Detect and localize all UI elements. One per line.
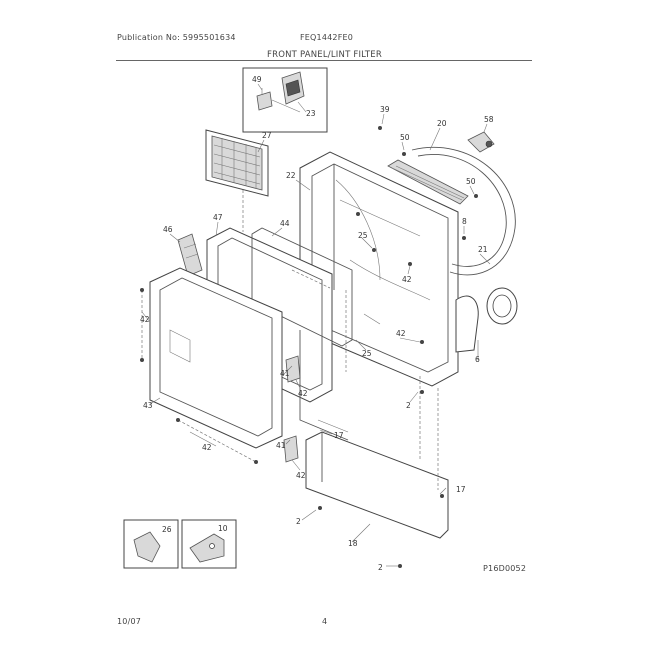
callout-41: 41 bbox=[276, 441, 286, 450]
callout-49: 49 bbox=[252, 75, 262, 84]
callout-46: 46 bbox=[163, 225, 173, 234]
door-catch-part bbox=[133, 531, 161, 563]
footer-date: 10/07 bbox=[117, 617, 142, 626]
model-number: FEQ1442FE0 bbox=[300, 33, 354, 42]
lint-duct-part bbox=[455, 295, 479, 353]
callout-39: 39 bbox=[380, 105, 390, 114]
callout-2: 2 bbox=[378, 563, 383, 572]
title-rule bbox=[116, 60, 532, 61]
callout-17: 17 bbox=[456, 485, 466, 494]
callout-26: 26 bbox=[162, 525, 172, 534]
callout-27: 27 bbox=[262, 131, 272, 140]
callout-2: 2 bbox=[406, 401, 411, 410]
publication-number: Publication No: 5995501634 bbox=[117, 33, 236, 42]
callout-18: 18 bbox=[348, 539, 358, 548]
callout-25: 25 bbox=[362, 349, 372, 358]
hinge-plate-part bbox=[189, 533, 225, 563]
callout-42: 42 bbox=[396, 329, 406, 338]
callout-41: 41 bbox=[280, 369, 290, 378]
callout-20: 20 bbox=[437, 119, 447, 128]
callout-42: 42 bbox=[298, 389, 308, 398]
callout-42: 42 bbox=[402, 275, 412, 284]
clip-part bbox=[256, 91, 273, 111]
callout-44: 44 bbox=[280, 219, 290, 228]
hinge-lower-part bbox=[283, 435, 299, 463]
outer-door-part bbox=[149, 267, 283, 449]
callout-6: 6 bbox=[475, 355, 480, 364]
callout-50: 50 bbox=[400, 133, 410, 142]
callout-22: 22 bbox=[286, 171, 296, 180]
top-vent-part bbox=[387, 159, 469, 205]
callout-8: 8 bbox=[462, 217, 467, 226]
callout-10: 10 bbox=[218, 524, 228, 533]
callout-25: 25 bbox=[358, 231, 368, 240]
callout-43: 43 bbox=[143, 401, 153, 410]
page-number: 4 bbox=[322, 617, 328, 626]
callout-42: 42 bbox=[296, 471, 306, 480]
callout-2: 2 bbox=[296, 517, 301, 526]
callout-42: 42 bbox=[202, 443, 212, 452]
drum-seal-ring-part bbox=[411, 146, 516, 276]
screw-fasteners bbox=[140, 126, 478, 568]
drawing-code: P16D0052 bbox=[483, 564, 527, 573]
section-title: FRONT PANEL/LINT FILTER bbox=[267, 50, 382, 60]
callout-50: 50 bbox=[466, 177, 476, 186]
callout-17: 17 bbox=[334, 431, 344, 440]
toe-panel-part bbox=[305, 431, 449, 539]
door-latch-part bbox=[177, 233, 203, 277]
callout-58: 58 bbox=[484, 115, 494, 124]
lint-filter-part bbox=[205, 129, 269, 197]
callout-42: 42 bbox=[140, 315, 150, 324]
callout-21: 21 bbox=[478, 245, 488, 254]
callout-47: 47 bbox=[213, 213, 223, 222]
lamp-socket-part bbox=[467, 131, 495, 153]
callout-23: 23 bbox=[306, 109, 316, 118]
